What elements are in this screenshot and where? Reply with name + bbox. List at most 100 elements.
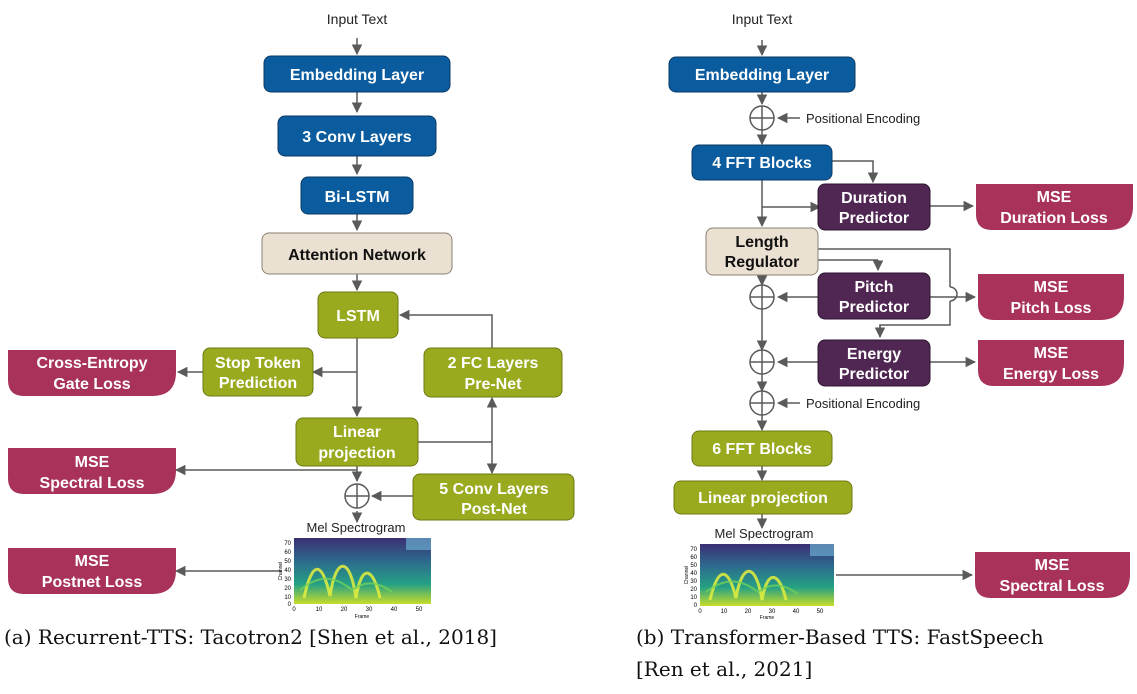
svg-text:Predictor: Predictor <box>839 366 909 383</box>
right-mel-spectrogram: Mel Spectrogram 70 60 50 40 30 20 10 0 0… <box>684 526 834 621</box>
svg-text:20: 20 <box>745 609 752 615</box>
svg-text:MSE: MSE <box>1037 189 1072 206</box>
svg-text:70: 70 <box>690 547 697 553</box>
svg-text:Gate Loss: Gate Loss <box>53 376 130 393</box>
right-caption-line-2: [Ren et al., 2021] <box>636 657 812 681</box>
svg-text:6 FFT Blocks: 6 FFT Blocks <box>712 441 812 458</box>
svg-text:Attention Network: Attention Network <box>288 247 426 264</box>
svg-text:Energy Loss: Energy Loss <box>1003 366 1099 383</box>
svg-text:Embedding Layer: Embedding Layer <box>695 67 829 84</box>
svg-text:30: 30 <box>690 579 697 585</box>
right-energy-predictor: Energy Predictor <box>817 339 931 387</box>
svg-text:20: 20 <box>284 586 291 592</box>
svg-text:Pitch: Pitch <box>854 279 893 296</box>
svg-text:40: 40 <box>793 609 800 615</box>
right-length-regulator: Length Regulator <box>705 227 819 276</box>
svg-text:10: 10 <box>316 607 323 613</box>
svg-text:projection: projection <box>318 445 395 462</box>
left-input-text: Input Text <box>327 11 388 27</box>
right-energy-loss: MSE Energy Loss <box>978 340 1124 386</box>
right-caption-line-1: (b) Transformer-Based TTS: FastSpeech <box>636 625 1044 649</box>
svg-text:40: 40 <box>391 607 398 613</box>
svg-text:MSE: MSE <box>1034 279 1069 296</box>
svg-text:30: 30 <box>284 577 291 583</box>
right-sum-node-pitch <box>749 284 775 310</box>
svg-text:Linear: Linear <box>333 424 381 441</box>
left-spectral-loss: MSE Spectral Loss <box>8 448 176 494</box>
svg-text:50: 50 <box>284 559 291 565</box>
svg-text:MSE: MSE <box>1034 345 1069 362</box>
left-mel-spectrogram: Mel Spectrogram 70 60 50 40 30 20 10 0 0… <box>278 520 431 620</box>
svg-text:60: 60 <box>284 550 291 556</box>
svg-text:Pitch Loss: Pitch Loss <box>1011 300 1092 317</box>
svg-text:Stop Token: Stop Token <box>215 355 301 372</box>
svg-text:Duration Loss: Duration Loss <box>1000 210 1108 227</box>
edge-r-fft4-duration <box>832 160 879 184</box>
left-mel-y-ticks: 70 60 50 40 30 20 10 0 <box>284 541 291 608</box>
right-embedding-layer: Embedding Layer <box>668 56 856 93</box>
left-mel-x-label: Frame <box>355 614 370 620</box>
svg-text:0: 0 <box>288 602 292 608</box>
left-prenet: 2 FC Layers Pre-Net <box>423 347 563 398</box>
svg-text:3 Conv Layers: 3 Conv Layers <box>302 129 411 146</box>
svg-text:Regulator: Regulator <box>725 254 800 271</box>
right-positional-encoding-2: Positional Encoding <box>806 396 920 411</box>
svg-text:20: 20 <box>690 587 697 593</box>
svg-text:10: 10 <box>284 595 291 601</box>
right-4-fft-blocks: 4 FFT Blocks <box>691 144 833 181</box>
right-pitch-loss: MSE Pitch Loss <box>978 274 1124 320</box>
right-mel-y-ticks: 70 60 50 40 30 20 10 0 <box>690 547 697 609</box>
svg-text:10: 10 <box>690 595 697 601</box>
left-attention-network: Attention Network <box>261 232 453 275</box>
svg-text:50: 50 <box>416 607 423 613</box>
edge-prenet-lstm <box>398 309 493 348</box>
svg-text:MSE: MSE <box>75 553 110 570</box>
svg-text:Predictor: Predictor <box>839 299 909 316</box>
right-positional-encoding-1: Positional Encoding <box>806 111 920 126</box>
svg-text:40: 40 <box>690 571 697 577</box>
left-mel-x-ticks: 0 10 20 30 40 50 <box>292 607 423 613</box>
right-mel-title: Mel Spectrogram <box>715 526 814 541</box>
left-3-conv-layers: 3 Conv Layers <box>277 115 437 157</box>
svg-text:Spectral Loss: Spectral Loss <box>1000 578 1105 595</box>
left-embedding-layer: Embedding Layer <box>263 55 451 93</box>
svg-text:40: 40 <box>284 568 291 574</box>
right-spectral-loss: MSE Spectral Loss <box>975 552 1130 598</box>
svg-text:Post-Net: Post-Net <box>461 501 527 518</box>
right-panel-fastspeech: Input Text Embed <box>636 11 1133 681</box>
left-sum-node <box>344 483 370 509</box>
svg-text:Pre-Net: Pre-Net <box>465 376 523 393</box>
edge-r-lengthreg-pitchloss-a <box>818 248 951 287</box>
svg-text:Predictor: Predictor <box>839 210 909 227</box>
svg-text:0: 0 <box>292 607 296 613</box>
svg-text:0: 0 <box>698 609 702 615</box>
svg-text:60: 60 <box>690 555 697 561</box>
left-caption: (a) Recurrent-TTS: Tacotron2 [Shen et al… <box>4 625 497 649</box>
right-pitch-predictor: Pitch Predictor <box>817 272 931 320</box>
right-input-text: Input Text <box>732 11 793 27</box>
right-mel-y-label: Channel <box>684 566 690 585</box>
svg-text:MSE: MSE <box>75 454 110 471</box>
svg-text:Spectral Loss: Spectral Loss <box>40 475 145 492</box>
svg-text:Length: Length <box>735 234 788 251</box>
right-duration-predictor: Duration Predictor <box>817 183 931 231</box>
svg-text:4 FFT Blocks: 4 FFT Blocks <box>712 155 812 172</box>
left-stop-token-prediction: Stop Token Prediction <box>202 347 314 397</box>
svg-text:2 FC Layers: 2 FC Layers <box>448 355 539 372</box>
svg-text:10: 10 <box>721 609 728 615</box>
svg-text:Energy: Energy <box>847 346 901 363</box>
right-duration-loss: MSE Duration Loss <box>976 184 1133 230</box>
svg-text:Postnet Loss: Postnet Loss <box>42 574 143 591</box>
left-lstm: LSTM <box>317 291 399 339</box>
svg-text:0: 0 <box>694 603 698 609</box>
svg-text:50: 50 <box>690 563 697 569</box>
svg-text:Embedding Layer: Embedding Layer <box>290 67 424 84</box>
left-gate-loss: Cross-Entropy Gate Loss <box>8 350 176 396</box>
svg-text:5 Conv Layers: 5 Conv Layers <box>439 481 548 498</box>
right-mel-x-label: Frame <box>760 615 775 621</box>
right-6-fft-blocks: 6 FFT Blocks <box>691 430 833 467</box>
right-sum-node-energy <box>749 349 775 375</box>
left-bi-lstm: Bi-LSTM <box>300 176 414 215</box>
svg-text:50: 50 <box>817 609 824 615</box>
